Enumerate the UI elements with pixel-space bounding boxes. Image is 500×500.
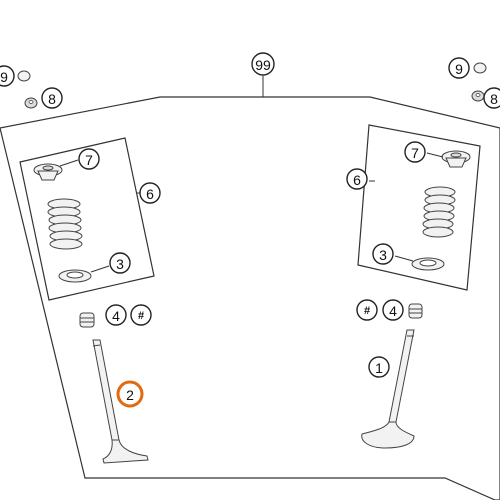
callout-4-left[interactable]: 4 xyxy=(105,304,127,326)
intake-valve xyxy=(361,329,415,449)
callout-8-right[interactable]: 8 xyxy=(483,87,500,109)
leader-7-left xyxy=(59,159,79,167)
valve-spring-left xyxy=(47,198,83,250)
callout-1-intake-valve[interactable]: 1 xyxy=(368,356,390,378)
svg-text:9: 9 xyxy=(455,61,463,77)
leader-3-left xyxy=(90,265,110,273)
callout-9-right[interactable]: 9 xyxy=(448,57,470,79)
exhaust-valve xyxy=(92,339,149,464)
svg-text:8: 8 xyxy=(48,91,56,107)
svg-text:3: 3 xyxy=(379,247,387,263)
callout-6-right[interactable]: 6 xyxy=(346,168,368,190)
spring-seat-right xyxy=(411,257,445,271)
callout-4-right[interactable]: 4 xyxy=(382,299,404,321)
callout-99[interactable]: 99 xyxy=(251,52,275,76)
callout-hash-left[interactable]: # xyxy=(130,304,152,326)
svg-text:4: 4 xyxy=(112,308,120,324)
leader-3-right xyxy=(394,255,414,262)
svg-text:9: 9 xyxy=(0,69,8,85)
svg-text:6: 6 xyxy=(146,186,154,202)
svg-text:#: # xyxy=(364,305,370,317)
valve-seal-right xyxy=(408,303,423,319)
valve-seal-left xyxy=(79,312,95,328)
svg-text:3: 3 xyxy=(116,256,124,272)
callout-hash-right[interactable]: # xyxy=(356,299,378,321)
svg-text:99: 99 xyxy=(255,57,271,73)
svg-text:#: # xyxy=(138,310,144,322)
callout-3-left[interactable]: 3 xyxy=(109,252,131,274)
valve-clip-right xyxy=(473,62,487,74)
leader-7-right xyxy=(426,152,444,158)
spring-retainer-left xyxy=(33,163,63,181)
valve-clip-left xyxy=(17,70,31,82)
spring-seat-left xyxy=(58,269,92,283)
assembly-outline xyxy=(0,96,500,500)
callout-6-left[interactable]: 6 xyxy=(139,182,161,204)
spring-retainer-right xyxy=(441,150,471,168)
callout-8-left[interactable]: 8 xyxy=(41,87,63,109)
svg-text:7: 7 xyxy=(411,145,419,161)
callout-3-right[interactable]: 3 xyxy=(372,243,394,265)
svg-text:7: 7 xyxy=(85,152,93,168)
callout-9-left[interactable]: 9 xyxy=(0,65,15,87)
svg-text:8: 8 xyxy=(490,91,498,107)
callout-7-right[interactable]: 7 xyxy=(404,141,426,163)
svg-text:1: 1 xyxy=(375,360,383,376)
svg-text:4: 4 xyxy=(389,303,397,319)
valve-cotter-right xyxy=(471,90,485,102)
svg-text:6: 6 xyxy=(353,172,361,188)
callout-7-left[interactable]: 7 xyxy=(78,148,100,170)
valve-spring-right xyxy=(422,186,456,238)
svg-text:2: 2 xyxy=(126,387,134,403)
callout-2-exhaust-valve[interactable]: 2 xyxy=(116,380,144,408)
valve-cotter-left xyxy=(24,97,38,109)
